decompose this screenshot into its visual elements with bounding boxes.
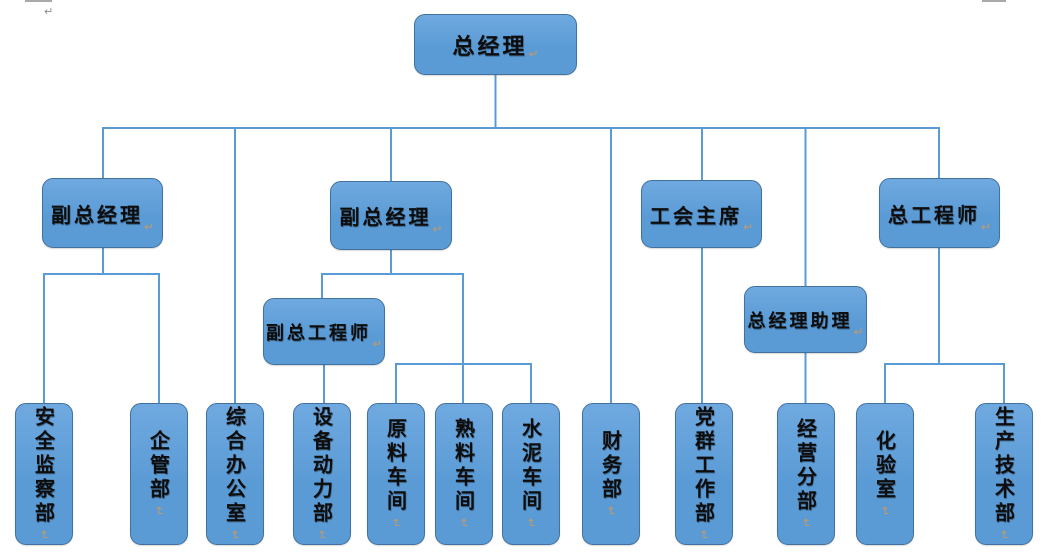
- node-union-chairman[interactable]: 工会主席↵: [641, 180, 762, 248]
- top-right-crop-mark: [982, 0, 1006, 2]
- node-label: 党群工作部: [691, 406, 716, 526]
- node-label: 总经理助理: [747, 310, 853, 332]
- node-label: 企管部: [146, 430, 171, 502]
- paragraph-mark-icon: ↵: [980, 220, 992, 234]
- node-label: 经营分部: [793, 418, 818, 514]
- node-deputy-chief-engineer[interactable]: 副总工程师↵: [263, 298, 385, 365]
- node-label: 熟料车间: [451, 418, 476, 514]
- paragraph-mark-icon: ↵: [228, 528, 242, 542]
- node-workshop-clinker[interactable]: 熟料车间 ↵: [435, 403, 493, 545]
- node-dept-operations-branch[interactable]: 经营分部 ↵: [777, 403, 835, 545]
- node-label: 总经理: [452, 34, 528, 60]
- paragraph-mark-icon: ↵: [799, 516, 813, 530]
- node-dept-safety-supervision[interactable]: 安全监察部 ↵: [15, 403, 73, 545]
- paragraph-mark-icon: ↵: [37, 528, 51, 542]
- node-label: 安全监察部: [31, 406, 56, 526]
- node-label: 副总经理: [339, 205, 432, 229]
- paragraph-mark-icon: ↵: [997, 528, 1011, 542]
- node-label: 工会主席: [649, 203, 742, 228]
- paragraph-mark-icon: ↵: [524, 516, 538, 530]
- node-deputy-general-manager-2[interactable]: 副总经理↵: [330, 181, 452, 250]
- paragraph-mark-icon: ↵: [742, 220, 754, 234]
- paragraph-mark-icon: ↵: [528, 47, 539, 61]
- node-label: 综合办公室: [222, 406, 247, 526]
- node-label: 副总经理: [50, 202, 143, 227]
- paragraph-mark-icon: ↵: [152, 504, 166, 518]
- node-label: 总工程师: [887, 202, 980, 227]
- stray-paragraph-mark: ↵: [44, 5, 54, 18]
- node-dept-enterprise-management[interactable]: 企管部 ↵: [130, 403, 188, 545]
- node-label: 原料车间: [383, 418, 408, 514]
- node-label: 财务部: [598, 430, 623, 502]
- node-gm-assistant[interactable]: 总经理助理↵: [744, 286, 867, 353]
- paragraph-mark-icon: ↵: [878, 504, 892, 518]
- paragraph-mark-icon: ↵: [371, 337, 383, 351]
- node-label: 生产技术部: [991, 406, 1016, 526]
- paragraph-mark-icon: ↵: [432, 222, 443, 236]
- paragraph-mark-icon: ↵: [604, 504, 618, 518]
- node-label: 副总工程师: [265, 322, 371, 344]
- node-workshop-cement[interactable]: 水泥车间 ↵: [502, 403, 560, 545]
- paragraph-mark-icon: ↵: [315, 528, 329, 542]
- paragraph-mark-icon: ↵: [697, 528, 711, 542]
- node-label: 水泥车间: [518, 418, 543, 514]
- paragraph-mark-icon: ↵: [143, 220, 155, 234]
- node-dept-finance[interactable]: 财务部 ↵: [582, 403, 640, 545]
- node-dept-general-office[interactable]: 综合办公室 ↵: [206, 403, 264, 545]
- node-workshop-raw-material[interactable]: 原料车间 ↵: [367, 403, 425, 545]
- node-dept-equipment-power[interactable]: 设备动力部 ↵: [293, 403, 351, 545]
- node-deputy-general-manager-1[interactable]: 副总经理↵: [42, 178, 163, 248]
- top-left-crop-mark: [25, 0, 52, 2]
- node-label: 设备动力部: [309, 406, 334, 526]
- paragraph-mark-icon: ↵: [457, 516, 471, 530]
- node-dept-production-tech[interactable]: 生产技术部 ↵: [975, 403, 1033, 545]
- node-general-manager[interactable]: 总经理↵: [414, 14, 577, 75]
- node-dept-party-mass-work[interactable]: 党群工作部 ↵: [675, 403, 733, 545]
- paragraph-mark-icon: ↵: [389, 516, 403, 530]
- paragraph-mark-icon: ↵: [853, 325, 864, 339]
- node-chief-engineer[interactable]: 总工程师↵: [879, 178, 1000, 248]
- node-label: 化验室: [872, 430, 897, 502]
- node-dept-laboratory[interactable]: 化验室 ↵: [856, 403, 914, 545]
